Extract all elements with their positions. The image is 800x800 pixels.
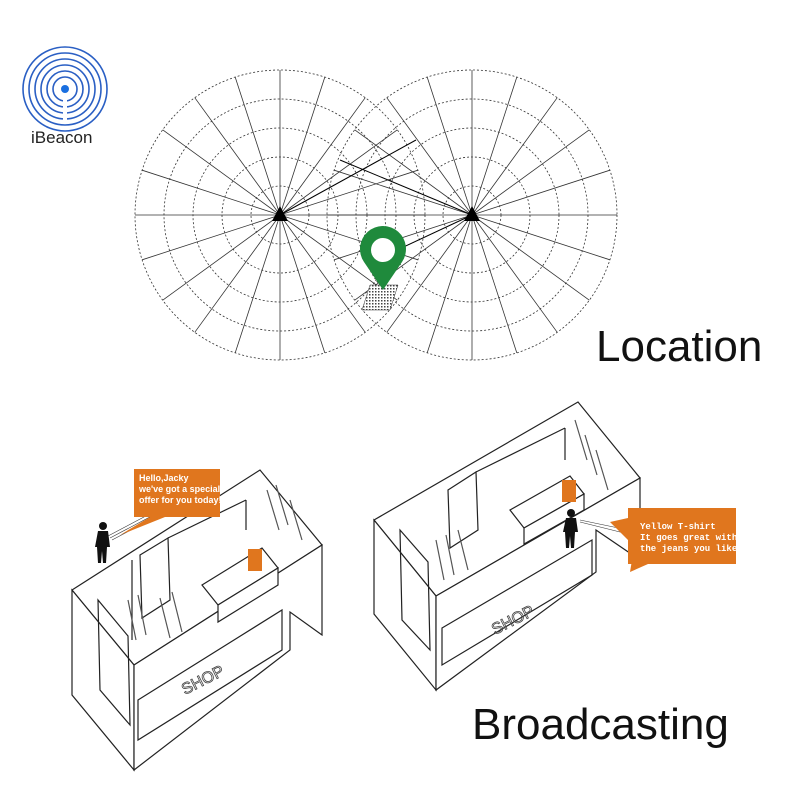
range-spoke bbox=[471, 76, 518, 216]
range-spoke bbox=[333, 169, 473, 216]
range-spoke bbox=[162, 129, 281, 216]
range-spoke bbox=[386, 97, 473, 216]
range-spoke bbox=[279, 129, 398, 216]
range-spoke bbox=[471, 214, 518, 354]
range-spoke bbox=[471, 214, 590, 301]
message-line: offer for you today! bbox=[139, 495, 222, 505]
range-spoke bbox=[471, 97, 558, 216]
range-spoke bbox=[279, 169, 419, 216]
shopper-right-icon bbox=[563, 509, 578, 548]
range-spoke bbox=[194, 214, 281, 333]
map-pin-icon bbox=[360, 226, 406, 311]
range-spoke bbox=[234, 214, 281, 354]
message-line: we've got a special bbox=[139, 484, 221, 494]
shopper-left-icon bbox=[95, 522, 110, 563]
yellow-shirt-icon bbox=[248, 549, 262, 571]
message-bubble-right: Yellow T-shirt It goes great with the je… bbox=[628, 508, 738, 564]
range-spoke bbox=[471, 129, 590, 216]
message-line: It goes great with bbox=[640, 533, 738, 543]
range-spoke bbox=[386, 214, 473, 333]
range-spoke bbox=[162, 214, 281, 301]
beacon-range-right bbox=[326, 69, 618, 361]
range-spoke bbox=[354, 129, 473, 216]
range-spoke bbox=[426, 214, 473, 354]
message-line: Yellow T-shirt bbox=[640, 522, 716, 532]
range-spoke bbox=[279, 214, 366, 333]
range-spoke bbox=[333, 214, 473, 261]
range-spoke bbox=[471, 214, 611, 261]
range-spoke bbox=[279, 214, 326, 354]
range-spoke bbox=[426, 76, 473, 216]
range-spoke bbox=[279, 97, 366, 216]
store-left: SHOP bbox=[71, 469, 323, 772]
broadcasting-heading: Broadcasting bbox=[472, 700, 729, 749]
ibeacon-logo-icon bbox=[22, 46, 108, 132]
location-heading: Location bbox=[596, 322, 763, 371]
range-spoke bbox=[141, 169, 281, 216]
message-bubble-left: Hello,Jacky we've got a special offer fo… bbox=[134, 469, 222, 517]
range-spoke bbox=[194, 97, 281, 216]
range-spoke bbox=[141, 214, 281, 261]
yellow-shirt-icon bbox=[562, 480, 576, 502]
range-spoke bbox=[471, 169, 611, 216]
store-right: SHOP bbox=[373, 401, 641, 692]
beacon-left-icon bbox=[272, 206, 288, 221]
message-line: Hello,Jacky bbox=[139, 473, 189, 483]
range-spoke bbox=[234, 76, 281, 216]
range-spoke bbox=[471, 214, 558, 333]
range-spoke bbox=[279, 76, 326, 216]
message-line: the jeans you like bbox=[640, 544, 738, 554]
ibeacon-logo-label: iBeacon bbox=[31, 128, 93, 147]
